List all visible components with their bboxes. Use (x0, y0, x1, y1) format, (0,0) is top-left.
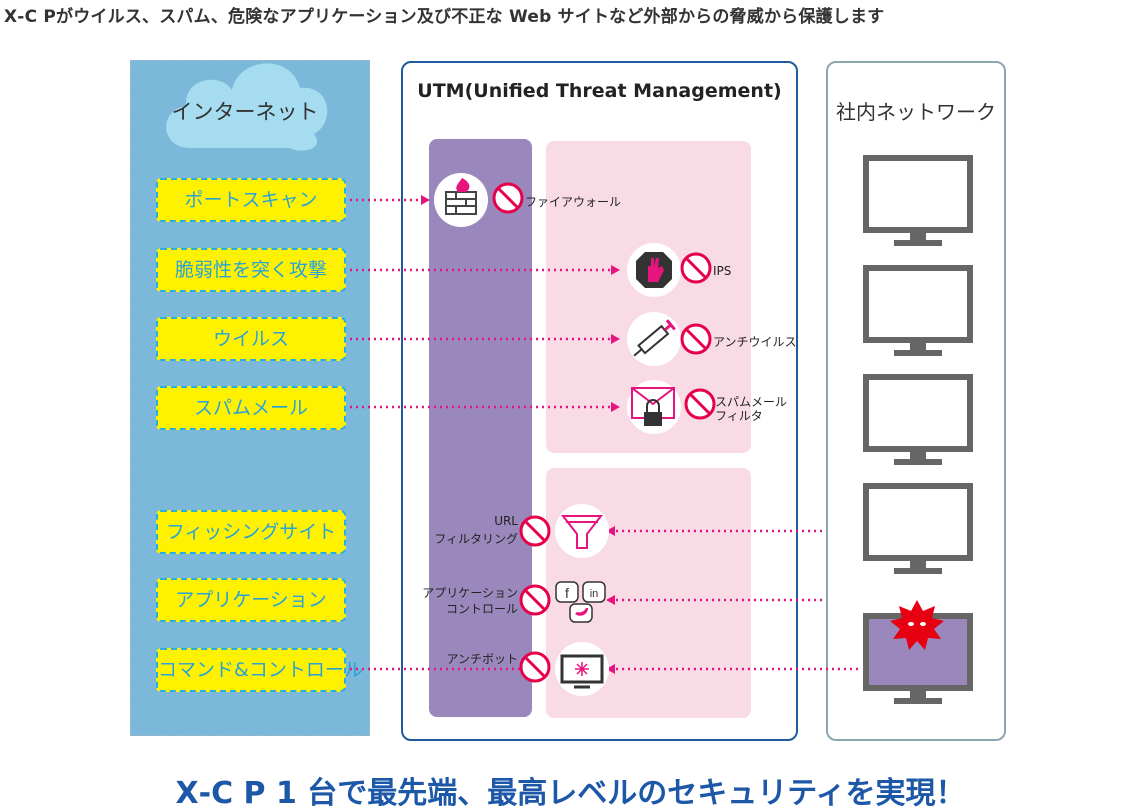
footer-tagline: X‐C P 1 台で最先端、最高レベルのセキュリティを実現！ (175, 776, 966, 811)
infected-monitor (863, 600, 973, 704)
threat-command-control: コマンド&コントロール (156, 648, 363, 692)
utm-gateway-bar (429, 139, 532, 717)
internet-title: インターネット (171, 100, 319, 124)
label-ips: IPS (713, 264, 732, 278)
computer-monitor-icon (866, 268, 970, 356)
firewall-icon (434, 173, 488, 227)
label-app-control-line2: コントロール (445, 602, 518, 616)
envelope-lock-icon (627, 380, 681, 434)
threat-port-scan: ポートスキャン (156, 178, 346, 222)
computer-monitor-icon (866, 377, 970, 465)
monitor-bug-icon (555, 642, 609, 696)
malware-burst-icon (890, 600, 944, 650)
svg-text:in: in (590, 588, 599, 600)
prohibited-icon (680, 323, 712, 355)
social-apps-icon: f in (555, 581, 606, 623)
computer-monitor-icon (866, 486, 970, 574)
label-antivirus: アンチウイルス (713, 335, 797, 349)
prohibited-icon (684, 388, 716, 420)
threat-virus: ウイルス (156, 317, 346, 361)
label-antibot: アンチボット (446, 652, 518, 666)
svg-text:f: f (565, 585, 569, 601)
label-url-filter-line2: フィルタリング (434, 532, 518, 546)
funnel-icon (555, 504, 609, 558)
label-spam-filter-line1: スパムメール (715, 395, 788, 409)
prohibited-icon (492, 182, 524, 214)
inbound-arrows (350, 198, 612, 671)
prohibited-icon (680, 252, 712, 284)
outbound-arrowheads (606, 526, 615, 674)
prohibited-icon (519, 584, 551, 616)
prohibited-icon (519, 515, 551, 547)
outbound-arrows (614, 529, 858, 671)
cloud-icon (166, 63, 328, 151)
internal-network-box (826, 61, 1006, 741)
threat-vulnerability-attack: 脆弱性を突く攻撃 (156, 248, 346, 292)
label-app-control-line1: アプリケーション (422, 586, 518, 600)
header-title: X‐C Pがウイルス、スパム、危険なアプリケーション及び不正な Web サイトな… (4, 7, 885, 27)
hand-stop-icon (627, 243, 681, 297)
label-firewall: ファイアウォール (525, 195, 622, 209)
internal-network-title: 社内ネットワーク (836, 100, 996, 124)
threat-application: アプリケーション (156, 578, 346, 622)
threat-phishing-site: フィッシングサイト (156, 510, 346, 554)
inbound-arrowheads (421, 195, 620, 412)
syringe-icon (627, 312, 681, 366)
utm-box (401, 61, 798, 741)
prohibited-icon (519, 651, 551, 683)
utm-title: UTM(Unified Threat Management) (417, 80, 782, 102)
label-url-filter-line1: URL (494, 514, 518, 528)
label-spam-filter-line2: フィルタ (715, 409, 763, 423)
computer-monitor-icon (866, 158, 970, 246)
threat-spam-mail: スパムメール (156, 386, 346, 430)
